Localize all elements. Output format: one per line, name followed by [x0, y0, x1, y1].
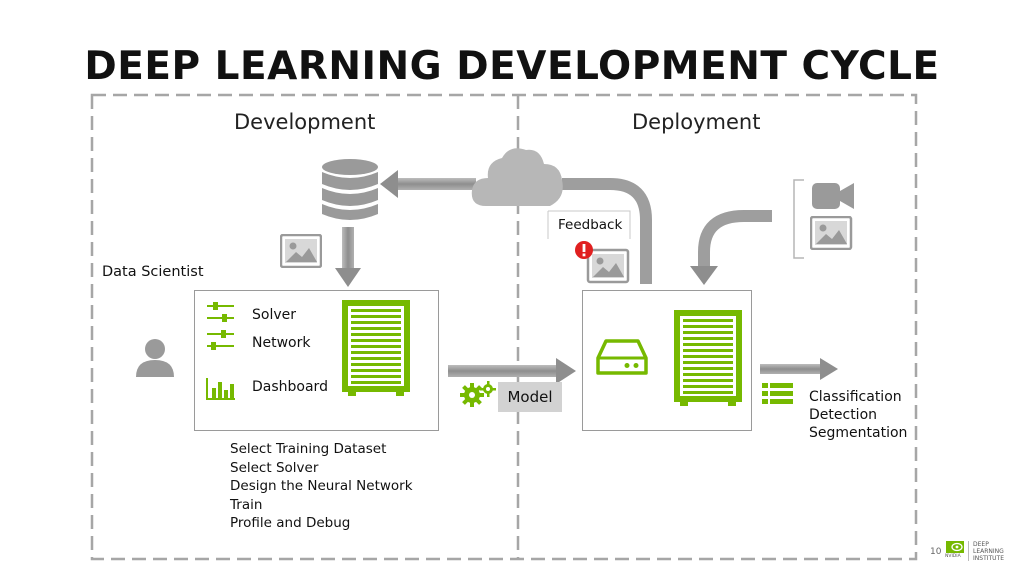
- cloud-to-database-arrow: [380, 170, 476, 198]
- input-to-deployment-arrow: [690, 210, 772, 285]
- nvidia-logo-icon: [946, 541, 964, 553]
- input-bracket: [793, 179, 804, 259]
- step-item: Select Solver: [230, 459, 319, 476]
- steps-list: Select Training Dataset Select Solver De…: [230, 440, 413, 533]
- output-item: Segmentation: [809, 425, 908, 441]
- data-scientist-label: Data Scientist: [102, 264, 204, 280]
- gpu-server-icon: [342, 300, 410, 396]
- development-to-deployment-arrow: [448, 358, 576, 384]
- alert-icon: [575, 241, 593, 259]
- development-label: Development: [234, 110, 376, 134]
- image-icon: [280, 234, 322, 268]
- sliders-icon: [207, 302, 234, 322]
- bar-chart-icon: [206, 378, 235, 400]
- page-title: DEEP LEARNING DEVELOPMENT CYCLE: [84, 44, 940, 89]
- gpu-server-icon: [674, 310, 742, 406]
- sliders-icon: [207, 330, 234, 350]
- database-icon: [322, 159, 378, 220]
- output-item: Detection: [809, 407, 878, 423]
- drive-icon: [596, 339, 648, 375]
- solver-label: Solver: [252, 307, 296, 323]
- feedback-label: Feedback: [558, 217, 623, 233]
- cloud-icon: [471, 148, 563, 206]
- video-camera-icon: [812, 183, 854, 209]
- outputs-list: Classification Detection Segmentation: [809, 388, 907, 442]
- list-icon: [762, 383, 793, 404]
- step-item: Train: [230, 496, 263, 513]
- gears-icon: [460, 381, 496, 407]
- output-item: Classification: [809, 389, 902, 405]
- step-item: Design the Neural Network: [230, 478, 413, 495]
- deploy-to-cloud-pipe: [562, 178, 652, 284]
- step-item: Select Training Dataset: [230, 441, 387, 457]
- page-number: 10: [930, 547, 942, 557]
- deployment-output-arrow: [760, 358, 838, 380]
- deployment-label: Deployment: [632, 110, 761, 134]
- step-item: Profile and Debug: [230, 515, 351, 532]
- user-icon: [136, 339, 174, 377]
- outer-dashed-frame: [90, 93, 918, 561]
- database-down-arrow: [335, 227, 361, 287]
- nvidia-wordmark: NVIDIA: [945, 554, 961, 559]
- feedback-frame: [547, 210, 631, 239]
- input-image-icon: [810, 216, 853, 250]
- dli-wordmark: DEEP LEARNING INSTITUTE: [973, 541, 1005, 562]
- model-label: Model: [498, 382, 562, 412]
- footer-divider: [968, 541, 969, 561]
- feedback-image: [575, 241, 630, 284]
- network-label: Network: [252, 335, 311, 351]
- dashboard-label: Dashboard: [252, 379, 328, 395]
